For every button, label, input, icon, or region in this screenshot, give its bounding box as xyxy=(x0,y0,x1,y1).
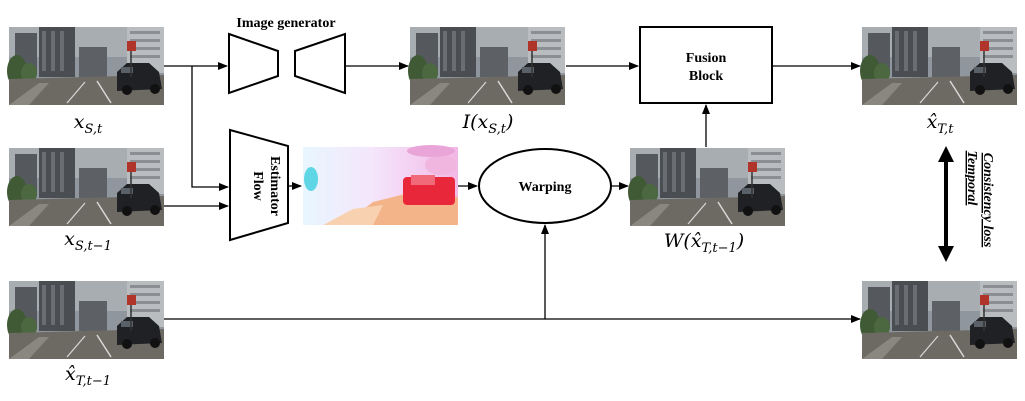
fusion-label-line1: Fusion xyxy=(686,51,727,66)
flow-estimator-label-line1: Flow xyxy=(250,171,265,201)
decoder-block xyxy=(294,32,346,95)
fusion-block xyxy=(639,26,773,104)
fusion-label-line2: Block xyxy=(689,69,723,84)
label-w-xhat: W(x̂T,t−1) xyxy=(664,230,744,256)
image-x-s-t-minus-1 xyxy=(6,147,165,227)
encoder-block xyxy=(228,32,279,95)
flow-estimator-label-line2: Estimator xyxy=(267,156,282,216)
optical-flow-image xyxy=(303,145,458,225)
image-generated-i-x-s-t xyxy=(407,26,566,106)
temporal-loss-arrowhead-bottom xyxy=(938,246,954,262)
label-x-s-t-minus-1: xS,t−1 xyxy=(64,228,112,254)
label-xhat-t-t: x̂T,t xyxy=(927,111,955,137)
temporal-loss-label-line2: Consistency loss xyxy=(980,153,995,248)
image-output-xhat-t-t xyxy=(859,26,1018,106)
temporal-loss-label-line1: Temporal xyxy=(964,151,979,206)
image-generator-label: Image generator xyxy=(236,16,335,31)
label-x-s-t: xS,t xyxy=(74,111,103,137)
warping-label: Warping xyxy=(519,180,572,195)
edge-xst-to-flow xyxy=(191,66,229,191)
temporal-loss-arrowhead-top xyxy=(938,146,954,162)
image-x-s-t xyxy=(6,26,165,106)
label-xhat-t-t-minus-1: x̂T,t−1 xyxy=(65,363,111,389)
image-warped-w xyxy=(627,147,786,227)
flow-estimator-block xyxy=(229,128,289,242)
image-xhat-t-t-minus-1 xyxy=(6,280,165,360)
image-target-xhat-t-t-minus-1 xyxy=(859,280,1018,360)
label-i-x-s-t: I(xS,t) xyxy=(462,111,514,137)
